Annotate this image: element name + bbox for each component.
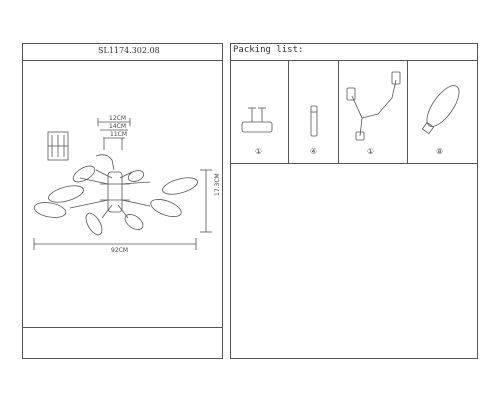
- packing-list-title: Packing list:: [233, 45, 304, 55]
- left-header-divider: [22, 60, 223, 61]
- packing-item-4-number: ⑧: [436, 147, 444, 156]
- packing-row-divider: [230, 163, 478, 164]
- dim-top-b: 14CM: [109, 123, 127, 130]
- right-header-divider: [230, 60, 478, 61]
- packing-item-2-number: ④: [310, 147, 318, 156]
- packing-item-1-number: ①: [255, 147, 263, 156]
- packing-cell-divider-3: [407, 60, 408, 163]
- left-panel-frame: [22, 43, 223, 359]
- packing-cell-divider-1: [288, 60, 289, 163]
- packing-cell-divider-2: [338, 60, 339, 163]
- packing-item-3-number: ①: [367, 147, 375, 156]
- left-footer-divider: [22, 327, 223, 328]
- model-code: SL1174.302.08: [98, 46, 160, 55]
- dim-width: 92CM: [111, 247, 129, 254]
- dim-top-c: 11CM: [110, 131, 128, 138]
- dim-top-a: 12CM: [109, 115, 127, 122]
- right-panel-frame: [230, 43, 478, 359]
